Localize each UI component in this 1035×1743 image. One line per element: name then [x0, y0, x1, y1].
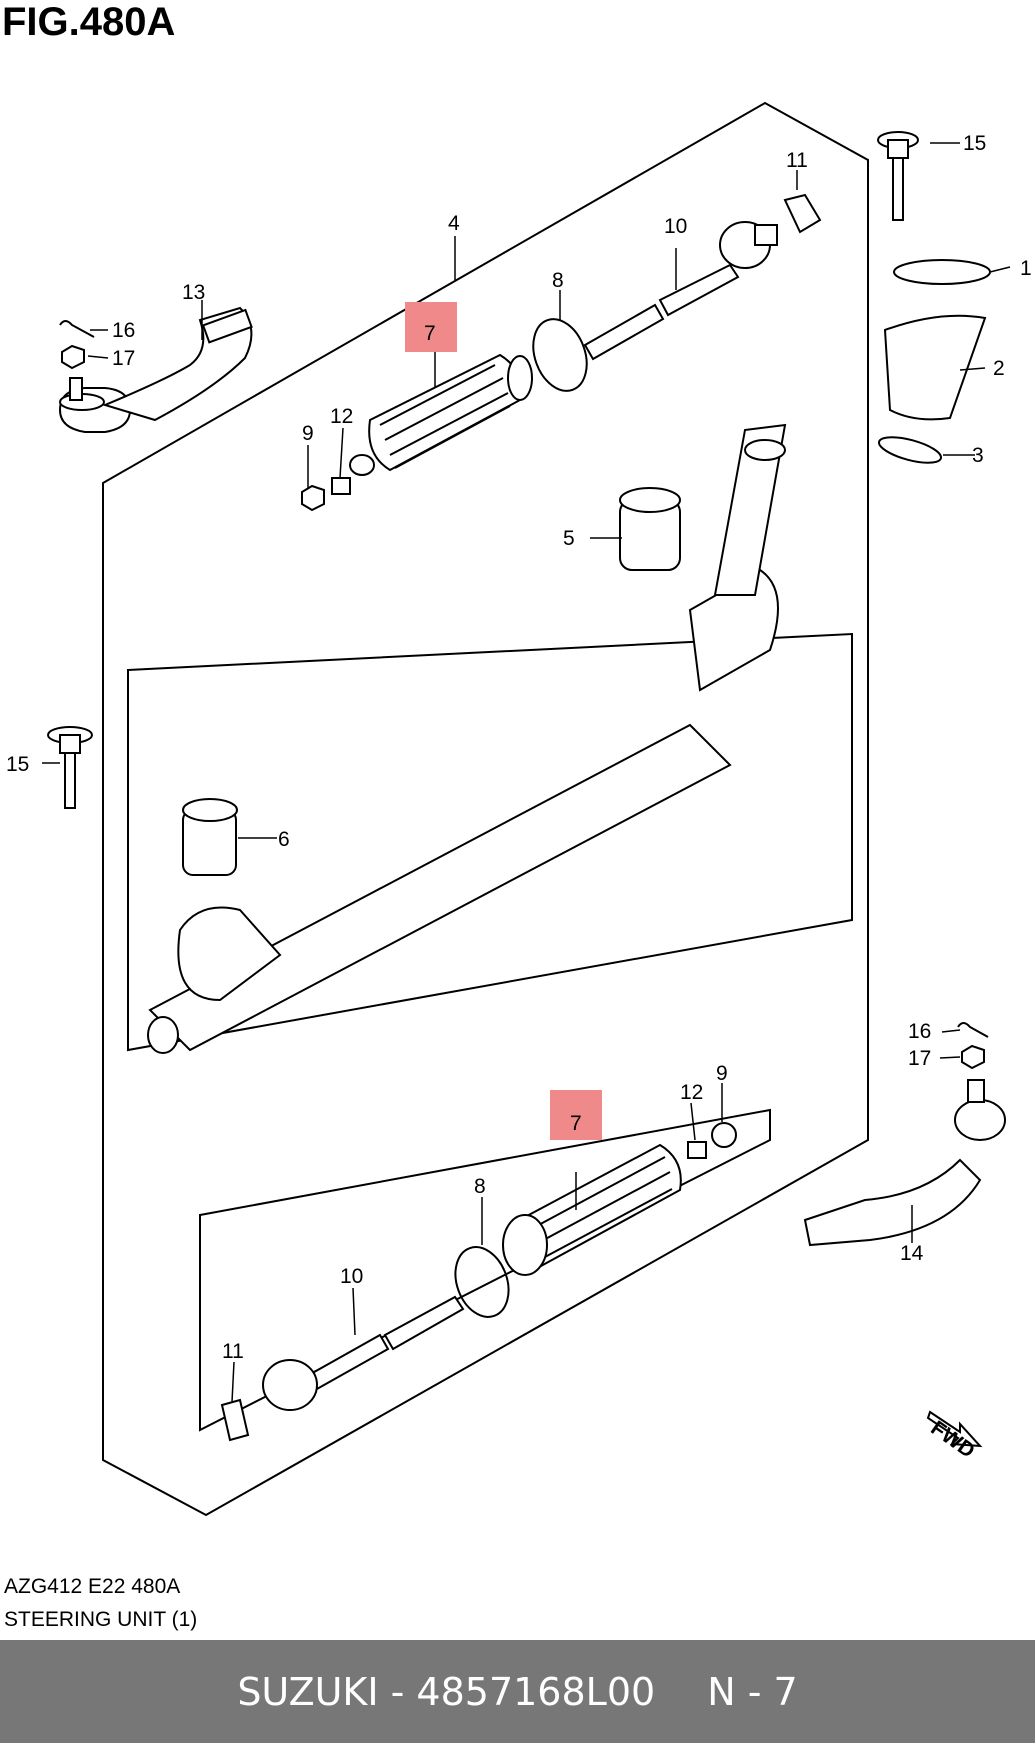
lower-frame — [199, 1108, 771, 1432]
castle-nut-left — [61, 344, 85, 370]
callout-7-upper: 7 — [424, 322, 436, 345]
castle-nut-right — [961, 1044, 985, 1070]
lock-washer-upper — [783, 193, 822, 234]
rack-frame — [127, 632, 853, 1052]
callout-10-upper: 10 — [664, 215, 687, 238]
boot-lower — [502, 1143, 682, 1276]
callout-17-left: 17 — [112, 347, 135, 370]
inner-tie-rod-upper — [583, 221, 778, 361]
fwd-arrow-icon: FWD — [927, 1410, 983, 1463]
callout-5: 5 — [563, 527, 575, 550]
callout-9-lower: 9 — [716, 1062, 728, 1085]
highlight-box-upper — [405, 302, 457, 352]
boot-upper — [349, 353, 533, 476]
callout-8-lower: 8 — [474, 1175, 486, 1198]
clip-lower — [687, 1141, 707, 1159]
tie-rod-end-right — [803, 1079, 1006, 1247]
lock-nut-upper — [301, 484, 325, 512]
clamp-ring-lower — [454, 1246, 510, 1318]
callout-15-right: 15 — [963, 132, 986, 155]
assembly-frame — [102, 101, 869, 1517]
pinion-boot — [883, 314, 987, 421]
callout-16-left: 16 — [112, 319, 135, 342]
callout-15-left: 15 — [6, 753, 29, 776]
fwd-label: FWD — [927, 1417, 979, 1463]
callout-9-upper: 9 — [302, 422, 314, 445]
bolt-left — [47, 726, 93, 809]
callout-13: 13 — [182, 281, 205, 304]
clip-upper — [331, 477, 351, 495]
callout-1: 1 — [1020, 257, 1032, 280]
callout-16-right: 16 — [908, 1020, 931, 1043]
rack-housing — [147, 423, 787, 1054]
cotter-pin-left — [59, 320, 95, 338]
footer-quantity: N - 7 — [707, 1669, 798, 1714]
highlight-box-lower — [550, 1090, 602, 1140]
leader-lines — [42, 142, 1011, 1403]
callout-17-right: 17 — [908, 1047, 931, 1070]
cotter-pin-right — [957, 1022, 989, 1038]
o-ring — [877, 436, 943, 464]
callout-11-lower: 11 — [222, 1340, 244, 1363]
lock-washer-lower — [220, 1398, 250, 1442]
figure-code: AZG412 E22 480A — [4, 1575, 181, 1598]
clamp-ring-upper — [532, 318, 588, 392]
callout-14: 14 — [900, 1242, 924, 1265]
tie-rod-end-left — [58, 306, 253, 433]
figure-title: FIG.480A — [2, 0, 176, 44]
callout-7-lower: 7 — [570, 1112, 582, 1135]
callout-11-upper: 11 — [786, 149, 808, 172]
footer-part-number: SUZUKI - 4857168L00 — [237, 1669, 656, 1714]
spacer-ring — [893, 259, 991, 285]
bushing-upper — [619, 487, 681, 571]
bushing-lower — [182, 798, 238, 876]
bolt-upper-right — [877, 131, 919, 221]
callout-2: 2 — [993, 357, 1005, 380]
footer-bar: SUZUKI - 4857168L00 N - 7 — [0, 1640, 1035, 1743]
callout-12-lower: 12 — [680, 1081, 703, 1104]
figure-name: STEERING UNIT (1) — [4, 1608, 198, 1631]
callout-6: 6 — [278, 828, 290, 851]
callout-4: 4 — [448, 212, 460, 235]
callout-12-upper: 12 — [330, 405, 353, 428]
inner-tie-rod-lower — [262, 1295, 465, 1411]
lock-nut-lower — [711, 1122, 737, 1148]
callout-10-lower: 10 — [340, 1265, 363, 1288]
callout-8-upper: 8 — [552, 269, 564, 292]
callout-3: 3 — [972, 444, 984, 467]
